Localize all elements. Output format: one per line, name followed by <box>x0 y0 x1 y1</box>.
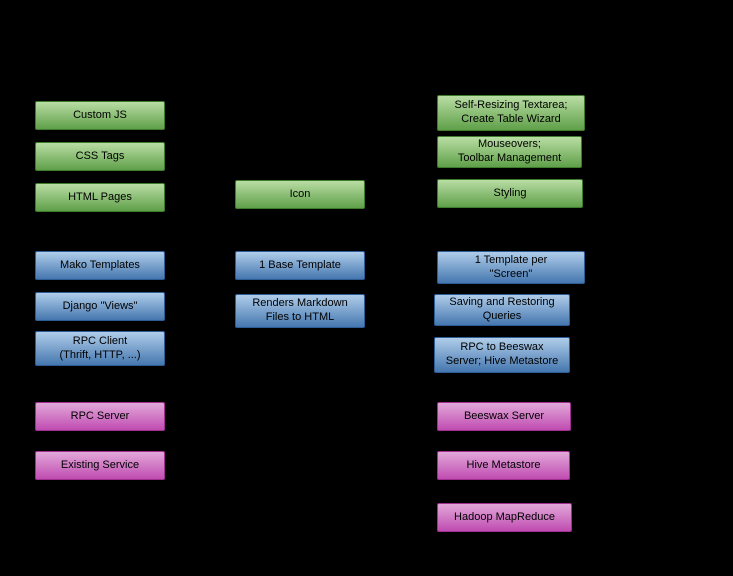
box-existing-service: Existing Service <box>35 451 165 480</box>
box-css-tags: CSS Tags <box>35 142 165 171</box>
box-hadoop-mapreduce: Hadoop MapReduce <box>437 503 572 532</box>
box-renders-markdown: Renders Markdown Files to HTML <box>235 294 365 328</box>
box-rpc-server: RPC Server <box>35 402 165 431</box>
box-styling: Styling <box>437 179 583 208</box>
box-1-template-per-screen: 1 Template per "Screen" <box>437 251 585 284</box>
box-saving-restoring-queries: Saving and Restoring Queries <box>434 294 570 326</box>
box-rpc-to-beeswax: RPC to Beeswax Server; Hive Metastore <box>434 337 570 373</box>
box-icon: Icon <box>235 180 365 209</box>
box-self-resizing-textarea: Self-Resizing Textarea; Create Table Wiz… <box>437 95 585 131</box>
box-beeswax-server: Beeswax Server <box>437 402 571 431</box>
box-mako-templates: Mako Templates <box>35 251 165 280</box>
box-hive-metastore: Hive Metastore <box>437 451 570 480</box>
box-1-base-template: 1 Base Template <box>235 251 365 280</box>
box-html-pages: HTML Pages <box>35 183 165 212</box>
box-custom-js: Custom JS <box>35 101 165 130</box>
box-mouseovers-toolbar: Mouseovers; Toolbar Management <box>437 136 582 168</box>
box-django-views: Django "Views" <box>35 292 165 321</box>
box-rpc-client: RPC Client (Thrift, HTTP, ...) <box>35 331 165 366</box>
